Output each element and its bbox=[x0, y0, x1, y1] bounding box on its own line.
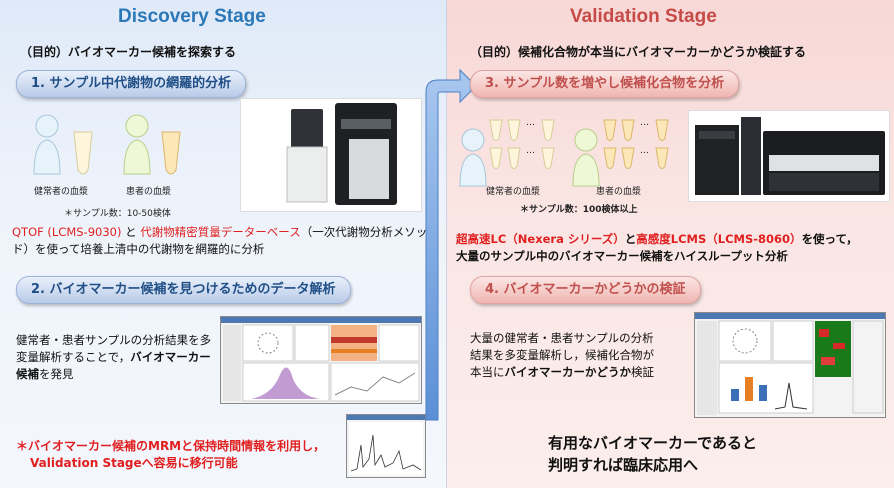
healthy-person-icon bbox=[459, 128, 487, 187]
step2-label: 2. バイオマーカー候補を見つけるためのデータ解析 bbox=[16, 276, 351, 304]
qtof-text: QTOF (LCMS-9030) bbox=[12, 225, 122, 239]
desc4-emphasis: バイオマーカーかどうか bbox=[504, 365, 632, 379]
lcms-instrument-photo bbox=[688, 110, 890, 202]
desc4-start: 大量の健常者・患者サンプルの分析結果を多変量解析し，候補化合物が本当に bbox=[470, 331, 654, 379]
note-line-1: ＊バイオマーカー候補のMRMと保持時間情報を利用し， bbox=[16, 439, 326, 453]
verification-screenshot bbox=[694, 312, 886, 418]
data-analysis-screenshot bbox=[220, 316, 422, 404]
database-text: 代謝物精密質量データーベース bbox=[140, 225, 301, 239]
conclusion-text: 有用なバイオマーカーであると 判明すれば臨床応用へ bbox=[548, 432, 757, 476]
qtof-instrument-photo bbox=[240, 98, 422, 212]
ellipsis-4: … bbox=[640, 146, 649, 156]
note-line-2: Validation Stageへ容易に移行可能 bbox=[30, 456, 238, 470]
ellipsis-2: … bbox=[526, 146, 535, 156]
validation-sample-count: ＊サンプル数：100検体以上 bbox=[520, 205, 638, 215]
discovery-sample-count: ＊サンプル数：10-50検体 bbox=[64, 209, 171, 219]
validation-description-4: 大量の健常者・患者サンプルの分析結果を多変量解析し，候補化合物が本当にバイオマー… bbox=[470, 330, 660, 381]
validation-title: Validation Stage bbox=[570, 6, 717, 27]
discovery-purpose: （目的）バイオマーカー候補を探索する bbox=[20, 45, 237, 59]
patient-person-icon bbox=[572, 128, 600, 187]
ellipsis-3: … bbox=[640, 118, 649, 128]
desc3-end: を使って， bbox=[801, 232, 858, 246]
desc3-line-2: 大量のサンプル中のバイオマーカー候補をハイスループット分析 bbox=[456, 249, 788, 263]
conclusion-line-2: 判明すれば臨床応用へ bbox=[548, 456, 699, 474]
chromatogram-screenshot bbox=[346, 414, 426, 478]
validation-description-3: 超高速LC（Nexera シリーズ）と高感度LCMS（LCMS-8060）を使っ… bbox=[456, 231, 894, 265]
desc2-emphasis: バイオマーカー候補 bbox=[16, 350, 211, 381]
patient-tube-icon bbox=[161, 131, 181, 175]
validation-healthy-label: 健常者の血漿 bbox=[486, 187, 541, 197]
desc2-end: を発見 bbox=[39, 367, 74, 381]
conclusion-line-1: 有用なバイオマーカーであると bbox=[548, 434, 757, 452]
transition-note: ＊バイオマーカー候補のMRMと保持時間情報を利用し， Validation St… bbox=[16, 438, 325, 472]
nexera-text: 超高速LC（Nexera シリーズ） bbox=[456, 232, 625, 246]
discovery-description-2: 健常者・患者サンプルの分析結果を多変量解析することで，バイオマーカー候補を発見 bbox=[16, 332, 221, 383]
lcms8060-text: 高感度LCMS（LCMS-8060） bbox=[636, 232, 802, 246]
desc1-rest: （一次代謝物分析メソッド）を使って培養上清中の代謝物を網羅的に分析 bbox=[12, 225, 428, 256]
step1-label: 1. サンプル中代謝物の網羅的分析 bbox=[16, 70, 247, 98]
connector-text: と bbox=[624, 232, 637, 246]
healthy-tubes-icon bbox=[489, 119, 555, 169]
step4-label: 4. バイオマーカーかどうかの検証 bbox=[470, 276, 701, 304]
healthy-person-icon bbox=[33, 114, 61, 175]
validation-patient-label: 患者の血漿 bbox=[596, 187, 642, 197]
discovery-patient-label: 患者の血漿 bbox=[126, 187, 172, 197]
connector-text: と bbox=[121, 225, 141, 239]
discovery-title: Discovery Stage bbox=[118, 6, 266, 27]
ellipsis-1: … bbox=[526, 118, 535, 128]
transition-arrow bbox=[425, 68, 477, 421]
patient-person-icon bbox=[123, 114, 151, 175]
validation-samples-illustration bbox=[459, 119, 669, 187]
discovery-samples-illustration bbox=[33, 114, 181, 175]
discovery-healthy-label: 健常者の血漿 bbox=[34, 187, 89, 197]
desc2-start: 健常者・患者サンプルの分析結果を多変量解析することで， bbox=[16, 333, 212, 364]
validation-purpose: （目的）候補化合物が本当にバイオマーカーかどうか検証する bbox=[470, 45, 807, 59]
step3-label: 3. サンプル数を増やし候補化合物を分析 bbox=[470, 70, 740, 98]
healthy-tube-icon bbox=[73, 131, 93, 175]
desc4-end: 検証 bbox=[631, 365, 654, 379]
discovery-description-1: QTOF (LCMS-9030) と 代謝物精密質量データーベース（一次代謝物分… bbox=[12, 224, 432, 258]
patient-tubes-icon bbox=[603, 119, 669, 169]
